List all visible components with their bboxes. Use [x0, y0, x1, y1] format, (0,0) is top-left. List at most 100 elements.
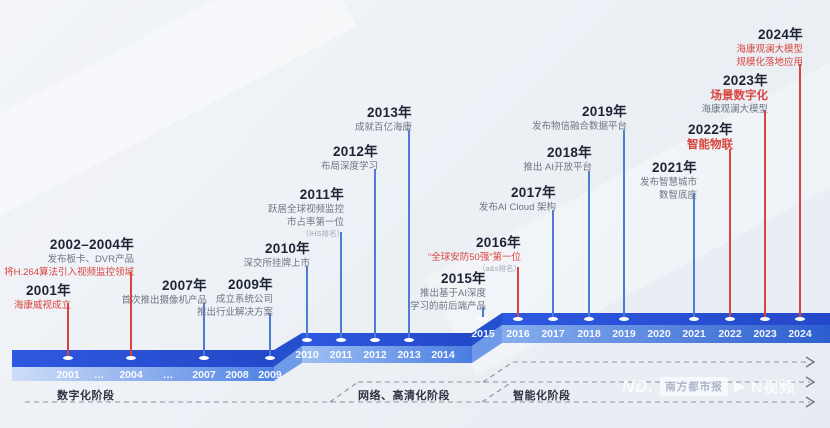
milestone-2019: 2019年 发布物信融合数据平台 — [532, 104, 627, 133]
milestone-2012: 2012年 布局深度学习 — [321, 144, 378, 173]
marker-dot-2015 — [478, 317, 488, 321]
marker-dot-2022 — [725, 317, 735, 321]
band-year: 2009 — [258, 369, 282, 381]
milestone-year: 2024年 — [757, 27, 803, 42]
milestone-desc: 推出基于AI深度 — [420, 287, 486, 299]
milestone-desc: 发布AI Cloud 架构 — [478, 201, 556, 213]
marker-dot-2010 — [302, 338, 312, 342]
band-year: 2008 — [225, 369, 249, 381]
milestone-year: 2012年 — [332, 144, 378, 159]
milestone-desc: 发布智慧城市 — [639, 176, 697, 188]
milestone-desc: 布局深度学习 — [320, 160, 378, 172]
milestone-desc: 场景数字化 — [710, 89, 769, 102]
marker-dot-2011 — [336, 338, 346, 342]
connector-2017 — [552, 210, 554, 319]
stage-dashed-lines — [25, 361, 810, 403]
stage-label-intelligence: 智能化阶段 — [513, 390, 571, 402]
milestone-desc: 发布物信融合数据平台 — [531, 120, 627, 132]
milestone-2018: 2018年 推出 AI开放平台 — [523, 145, 592, 174]
milestone-2011: 2011年 跃居全球视频监控 市占率第一位 （IHS排名） — [268, 187, 344, 240]
milestone-desc: 将H.264算法引入视频监控领域 — [4, 266, 134, 278]
marker-dot-2021 — [689, 317, 699, 321]
milestone-year: 2001年 — [25, 283, 71, 298]
marker-dot-2018 — [584, 317, 594, 321]
marker-dot-2012 — [370, 338, 380, 342]
band-year-ellipsis: … — [93, 369, 105, 381]
connector-2013 — [408, 130, 410, 339]
milestone-2023: 2023年 场景数字化 海康观澜大模型 — [701, 73, 768, 117]
connector-2024 — [799, 64, 801, 319]
connector-2007 — [203, 303, 205, 357]
milestone-2017: 2017年 发布AI Cloud 架构 — [479, 185, 556, 214]
band-year: 2019 — [612, 328, 636, 340]
marker-dot-2017 — [548, 317, 558, 321]
milestone-desc: 海康威视成立 — [13, 299, 71, 311]
stage-label-digitalization: 数字化阶段 — [57, 390, 115, 402]
band-year: 2014 — [431, 349, 455, 361]
connector-2012 — [374, 169, 376, 339]
band-year: 2017 — [541, 328, 565, 340]
band-year: 2007 — [192, 369, 216, 381]
milestone-year: 2002–2004年 — [49, 237, 134, 252]
milestone-year: 2009年 — [227, 277, 273, 292]
milestone-year: 2023年 — [722, 73, 768, 88]
milestone-2002-2004: 2002–2004年 发布板卡、DVR产品 将H.264算法引入视频监控领域 — [4, 237, 134, 279]
connector-2004 — [130, 272, 132, 357]
connector-2021 — [693, 193, 695, 319]
band-middle-top — [302, 333, 472, 346]
milestone-2021: 2021年 发布智慧城市 数智底座 — [640, 160, 697, 202]
band-upper-top — [502, 313, 830, 325]
band-year: 2013 — [397, 349, 421, 361]
milestone-year: 2011年 — [299, 187, 344, 202]
milestone-desc: 海康观澜大模型 — [701, 104, 768, 116]
band-year: 2018 — [577, 328, 601, 340]
milestone-note: （IHS排名） — [301, 229, 344, 239]
milestone-year: 2013年 — [366, 105, 412, 120]
connector-2022 — [729, 149, 731, 319]
milestone-desc: 成就百亿海康 — [354, 121, 412, 133]
marker-dot-2004 — [126, 356, 136, 360]
milestone-year: 2015年 — [440, 271, 486, 286]
connector-2011 — [340, 232, 342, 339]
connector-2018 — [588, 171, 590, 319]
milestone-year: 2007年 — [161, 278, 207, 293]
milestone-2001: 2001年 海康威视成立 — [14, 283, 71, 312]
band-lower-top — [12, 350, 274, 367]
milestone-desc: 智能物联 — [687, 138, 733, 151]
milestone-year: 2019年 — [581, 104, 627, 119]
newspaper-name-badge: 南方都市报 — [660, 377, 728, 396]
marker-dot-2007 — [199, 356, 209, 360]
marker-dot-2019 — [619, 317, 629, 321]
band-lower-front — [12, 367, 274, 381]
connector-2010 — [306, 266, 308, 339]
marker-dot-2024 — [795, 317, 805, 321]
milestone-year: 2010年 — [264, 241, 310, 256]
milestone-2016: 2016年 “全球安防50强”第一位 （a&s排名） — [428, 235, 521, 274]
band-step2-top — [472, 313, 502, 346]
milestone-2022: 2022年 智能物联 — [687, 122, 733, 152]
stage-line-arrows — [805, 356, 816, 408]
band-year-ellipsis: … — [162, 369, 174, 381]
nvideo-logo: N视频 — [751, 379, 796, 396]
band-year: 2022 — [718, 328, 742, 340]
milestone-desc: 推出 AI开放平台 — [523, 161, 592, 173]
band-year: 2016 — [506, 328, 530, 340]
milestone-desc: 学习的前后端产品 — [409, 300, 486, 312]
stage-label-network-hd: 网络、高清化阶段 — [358, 390, 450, 402]
connector-2001 — [67, 303, 69, 357]
media-watermark: ND. 南方都市报 ▶ N视频 — [622, 376, 795, 397]
milestone-desc: 成立系统公司 — [215, 293, 273, 305]
milestone-desc: 推出行业解决方案 — [196, 306, 273, 318]
band-year: 2023 — [753, 328, 777, 340]
connector-2019 — [623, 130, 625, 319]
milestone-desc: “全球安防50强”第一位 — [428, 251, 521, 263]
milestone-desc: 海康观澜大模型 — [736, 43, 803, 55]
milestone-2015: 2015年 推出基于AI深度 学习的前后端产品 — [410, 271, 486, 313]
milestone-desc: 发布板卡、DVR产品 — [47, 253, 134, 265]
marker-dot-2001 — [63, 356, 73, 360]
band-step1-front — [274, 346, 302, 381]
play-icon: ▶ — [733, 378, 746, 395]
milestone-2009: 2009年 成立系统公司 推出行业解决方案 — [197, 277, 273, 319]
